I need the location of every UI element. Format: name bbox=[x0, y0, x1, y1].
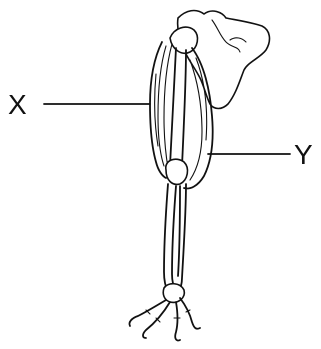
scapula-outline bbox=[178, 11, 270, 109]
finger-4 bbox=[180, 298, 200, 329]
humerus-shaft-left bbox=[170, 48, 176, 166]
elbow-joint bbox=[166, 159, 188, 184]
finger-2 bbox=[143, 302, 170, 338]
radius-left bbox=[164, 184, 168, 292]
label-x: X bbox=[8, 89, 27, 120]
ulna-left bbox=[178, 186, 180, 276]
humerus-shaft-right bbox=[182, 50, 186, 166]
finger-3 bbox=[175, 302, 180, 341]
radius-right bbox=[172, 186, 176, 292]
muscle-x-fiber-1 bbox=[158, 46, 166, 166]
finger-joint-1 bbox=[146, 310, 160, 322]
label-y: Y bbox=[294, 139, 313, 170]
